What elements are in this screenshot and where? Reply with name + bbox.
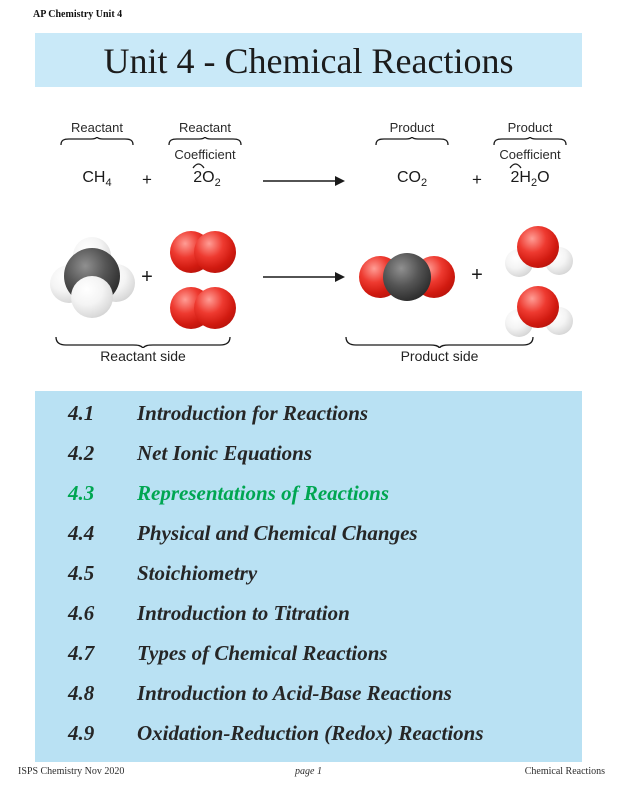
section-number: 4.4 (68, 521, 95, 545)
oxygen-sphere (517, 226, 559, 268)
reaction-arrow-icon (263, 176, 345, 186)
formula-ch4: CH4 (58, 169, 136, 189)
formula-text: O (202, 169, 215, 186)
coefficient-label-left: Coefficient (174, 147, 236, 162)
footer-page-number: page 1 (295, 766, 322, 777)
formula-subscript: 2 (214, 177, 221, 190)
toc-item-4-6: 4.6 Introduction to Titration (35, 601, 582, 633)
toc-item-4-1: 4.1 Introduction for Reactions (35, 401, 582, 433)
formula-subscript: 4 (105, 177, 112, 190)
toc-item-4-2: 4.2 Net Ionic Equations (35, 441, 582, 473)
toc-item-4-4: 4.4 Physical and Chemical Changes (35, 521, 582, 553)
toc-item-4-8: 4.8 Introduction to Acid-Base Reactions (35, 681, 582, 713)
underbrace-icon (55, 336, 231, 348)
coefficient-wrap: 2 (192, 163, 205, 187)
brace-hat-icon (192, 163, 205, 169)
toc-item-4-3-highlighted: 4.3 Representations of Reactions (35, 481, 582, 513)
formula-text: H (519, 169, 531, 186)
carbon-dioxide-molecule-model (359, 253, 455, 301)
plus-sign: + (141, 266, 153, 288)
overbrace-icon (493, 137, 567, 146)
methane-molecule-model (50, 230, 140, 328)
section-title: Types of Chemical Reactions (137, 641, 388, 665)
section-number: 4.1 (68, 401, 95, 425)
oxygen-molecule-model (170, 286, 236, 330)
section-title: Introduction to Titration (137, 601, 350, 625)
section-number: 4.8 (68, 681, 95, 705)
section-title: Introduction to Acid-Base Reactions (137, 681, 452, 705)
product-label-1: Product (389, 120, 435, 135)
product-label-2: Product (507, 120, 553, 135)
reaction-arrow-icon (263, 272, 345, 282)
formula-2h2o: 2H2O (500, 163, 560, 190)
formula-text: O (537, 169, 550, 186)
formula-2o2: 2O2 (177, 163, 237, 190)
section-number: 4.5 (68, 561, 95, 585)
overbrace-icon (375, 137, 449, 146)
product-side-label: Product side (400, 348, 479, 364)
coefficient-wrap: 2 (509, 163, 522, 187)
water-molecule-model (505, 226, 581, 278)
plus-sign: + (471, 264, 483, 286)
section-title: Introduction for Reactions (137, 401, 369, 425)
oxygen-sphere (194, 287, 236, 329)
underbrace-icon (345, 336, 534, 348)
water-molecule-model (505, 286, 581, 338)
section-number: 4.7 (68, 641, 95, 665)
reactant-side-label: Reactant side (100, 348, 186, 364)
reactant-label-1: Reactant (70, 120, 124, 135)
page-title: Unit 4 - Chemical Reactions (103, 41, 514, 81)
title-banner: Unit 4 - Chemical Reactions (35, 33, 582, 87)
section-title: Net Ionic Equations (137, 441, 313, 465)
brace-hat-icon (509, 163, 522, 169)
reactant-label-2: Reactant (178, 120, 232, 135)
formula-subscript: 2 (530, 177, 538, 190)
footer-right: Chemical Reactions (524, 766, 605, 777)
plus-sign: + (142, 170, 152, 189)
oxygen-sphere (194, 231, 236, 273)
overbrace-icon (60, 137, 134, 146)
section-title: Physical and Chemical Changes (137, 521, 418, 545)
formula-co2: CO2 (380, 169, 444, 189)
overbrace-icon (168, 137, 242, 146)
toc-item-4-7: 4.7 Types of Chemical Reactions (35, 641, 582, 673)
coefficient-digit: 2 (193, 169, 203, 186)
formula-text: CH (82, 169, 106, 186)
formula-text: CO (396, 169, 421, 186)
formula-subscript: 2 (420, 177, 428, 190)
coefficient-digit: 2 (510, 169, 520, 186)
oxygen-molecule-model (170, 230, 236, 274)
section-title: Oxidation-Reduction (Redox) Reactions (137, 721, 484, 745)
unit-contents-box (35, 391, 582, 762)
corner-label: AP Chemistry Unit 4 (33, 9, 123, 20)
section-title: Stoichiometry (137, 561, 258, 585)
footer-left: ISPS Chemistry Nov 2020 (18, 766, 125, 777)
carbon-sphere (383, 253, 431, 301)
oxygen-sphere (517, 286, 559, 328)
section-number: 4.9 (68, 721, 95, 745)
toc-item-4-9: 4.9 Oxidation-Reduction (Redox) Reaction… (35, 721, 582, 753)
plus-sign: + (472, 170, 482, 189)
section-number: 4.2 (68, 441, 95, 465)
section-title: Representations of Reactions (137, 481, 390, 505)
toc-item-4-5: 4.5 Stoichiometry (35, 561, 582, 593)
section-number: 4.6 (68, 601, 95, 625)
section-number: 4.3 (68, 481, 95, 505)
coefficient-label-right: Coefficient (499, 147, 561, 162)
hydrogen-sphere (71, 276, 113, 318)
